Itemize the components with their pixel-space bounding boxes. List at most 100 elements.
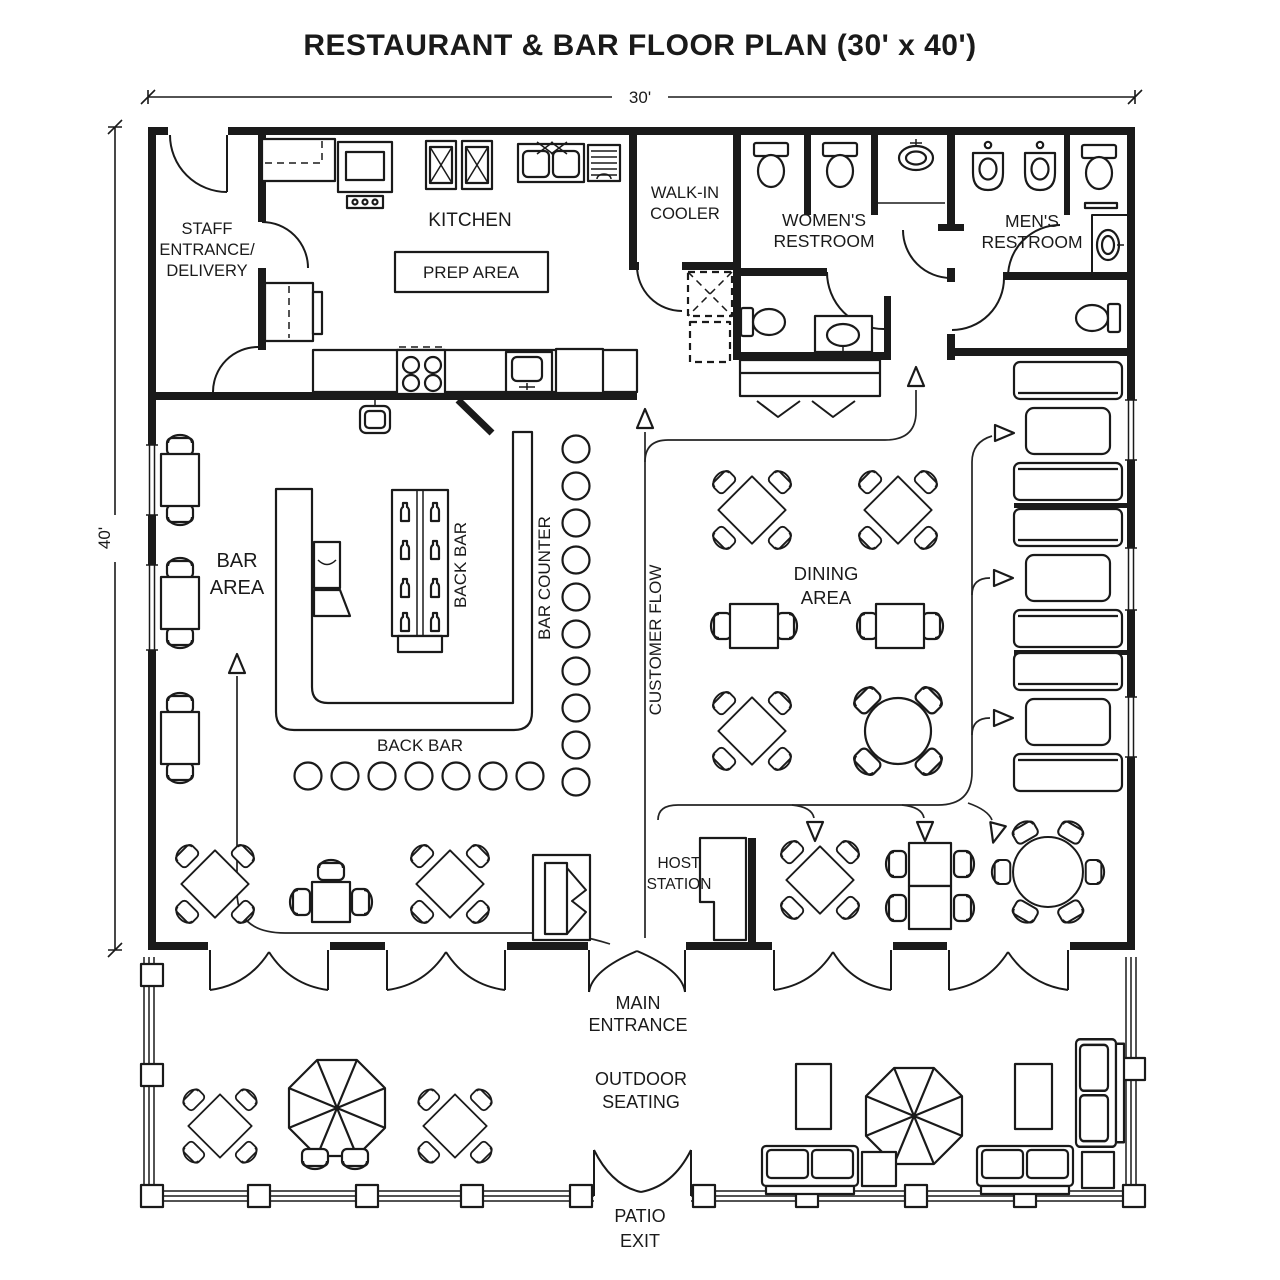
- kitchen-range: [336, 140, 394, 210]
- host-station-label: HOST: [657, 855, 701, 872]
- back-bar-bottle-rack: [390, 488, 450, 654]
- window-left-1: [146, 444, 158, 516]
- patio-furniture: [180, 1038, 1126, 1196]
- main-entrance-door: [588, 950, 686, 993]
- staff-entrance-label: DELIVERY: [166, 262, 247, 280]
- patio-side-table: [860, 1150, 898, 1188]
- patio-sofa: [760, 1144, 860, 1196]
- bench: [738, 358, 882, 398]
- patio-sofa: [975, 1144, 1075, 1196]
- womens-restroom-label: RESTROOM: [773, 231, 874, 251]
- staff-entrance-label: STAFF: [181, 220, 232, 238]
- kitchen-label: KITCHEN: [428, 210, 511, 231]
- doors: [169, 134, 1069, 993]
- dining-table-4top: [407, 841, 492, 926]
- booth: [1012, 651, 1124, 793]
- patio-group: [139, 957, 1147, 1209]
- dimension-lines: [107, 89, 1143, 958]
- outdoor-seating-label: OUTDOOR: [595, 1069, 687, 1089]
- dining-table-3top: [288, 858, 374, 924]
- walk-in-cooler-label: COOLER: [650, 205, 720, 223]
- kitchen-equipment: [260, 137, 639, 435]
- patio-door-4: [948, 950, 1069, 991]
- host-station-label: STATION: [647, 876, 712, 893]
- dining-table-4top: [855, 467, 940, 552]
- mens-restroom-label: RESTROOM: [981, 232, 1082, 252]
- prep-area-box: [393, 250, 550, 294]
- mens-restroom-door: [1007, 224, 1061, 278]
- dim-height-label: 40': [95, 527, 114, 549]
- chevron-marks: [756, 400, 856, 418]
- staff-bar-door: [212, 346, 259, 393]
- womens-restroom-label: WOMEN'S: [782, 210, 866, 230]
- restroom-corridor-door-1: [902, 229, 952, 279]
- kitchen-fryer-2: [460, 139, 494, 191]
- accessible-toilet: [739, 306, 787, 338]
- customer-flow-label: CUSTOMER FLOW: [646, 565, 665, 716]
- sink-nook-wall: [1091, 214, 1127, 272]
- accessible-sink: [813, 314, 874, 354]
- kitchen-shelf: [586, 143, 622, 183]
- kitchen-counter: [260, 137, 337, 183]
- window-right-3: [1125, 696, 1137, 758]
- patio-sofa-vertical: [1074, 1038, 1126, 1148]
- sink: [1095, 228, 1124, 262]
- window-right-1: [1125, 399, 1137, 461]
- patio-table-rect: [794, 1062, 833, 1131]
- kitchen-stove: [395, 346, 447, 396]
- patio-table-4top: [180, 1086, 260, 1166]
- shelf: [1083, 201, 1119, 210]
- patio-door-2: [386, 950, 506, 991]
- bar-table-2top: [161, 558, 199, 648]
- kitchen-double-sink: [516, 141, 586, 184]
- patio-umbrella: [864, 1066, 964, 1166]
- sink: [897, 139, 935, 172]
- bar-hand-sink: [358, 400, 392, 435]
- patio-umbrella: [287, 1058, 387, 1158]
- patio-door-1: [209, 950, 329, 991]
- service-station: [531, 853, 592, 942]
- bar-table-2top: [161, 693, 199, 783]
- bar-counter-label: BAR COUNTER: [535, 516, 554, 640]
- dim-width-label: 30': [629, 88, 651, 107]
- dining-table-4top-rect: [884, 841, 976, 931]
- kitchen-fryer-1: [424, 139, 458, 191]
- patio-side-table: [1080, 1150, 1116, 1190]
- outdoor-seating-label: SEATING: [602, 1092, 680, 1112]
- womens-restroom-fixtures: [738, 139, 945, 418]
- dining-table-4top: [777, 837, 862, 922]
- patio-door-3: [773, 950, 892, 991]
- main-entrance-label: MAIN: [616, 993, 661, 1013]
- window-left-2: [146, 564, 158, 651]
- booth: [1012, 360, 1124, 502]
- walls: [148, 127, 1135, 950]
- cooler-door: [636, 265, 683, 312]
- cooler-shelving: [686, 270, 734, 364]
- windows: [146, 399, 1137, 758]
- staff-entrance-label: ENTRANCE/: [159, 241, 255, 259]
- window-right-2: [1125, 547, 1137, 611]
- accessible-toilet: [1074, 302, 1122, 334]
- patio-exit-label: EXIT: [620, 1231, 660, 1251]
- prep-area-label: PREP AREA: [423, 263, 520, 282]
- mens-restroom-fixtures: [971, 140, 1127, 334]
- patio-exit-label: PATIO: [614, 1206, 665, 1226]
- dining-table-round: [850, 683, 946, 779]
- dining-table-4top: [709, 688, 794, 773]
- dining-area-group: [172, 360, 1124, 942]
- back-bar-shelf-label: BACK BAR: [451, 522, 470, 608]
- kitchen-block: [554, 347, 605, 395]
- bar-table-2top: [161, 435, 199, 525]
- kitchen-lower-counter: [311, 346, 639, 396]
- bar-area-group: [161, 430, 591, 797]
- dining-table-4top: [709, 467, 794, 552]
- staff-kitchen-door: [261, 221, 309, 269]
- womens-restroom-door: [826, 271, 885, 330]
- main-entrance-label: ENTRANCE: [588, 1015, 687, 1035]
- kitchen-prep-sink: [504, 350, 554, 394]
- walk-in-cooler-label: WALK-IN: [651, 184, 719, 202]
- host-station-counter: [698, 836, 748, 942]
- staff-entrance-door: [169, 134, 228, 193]
